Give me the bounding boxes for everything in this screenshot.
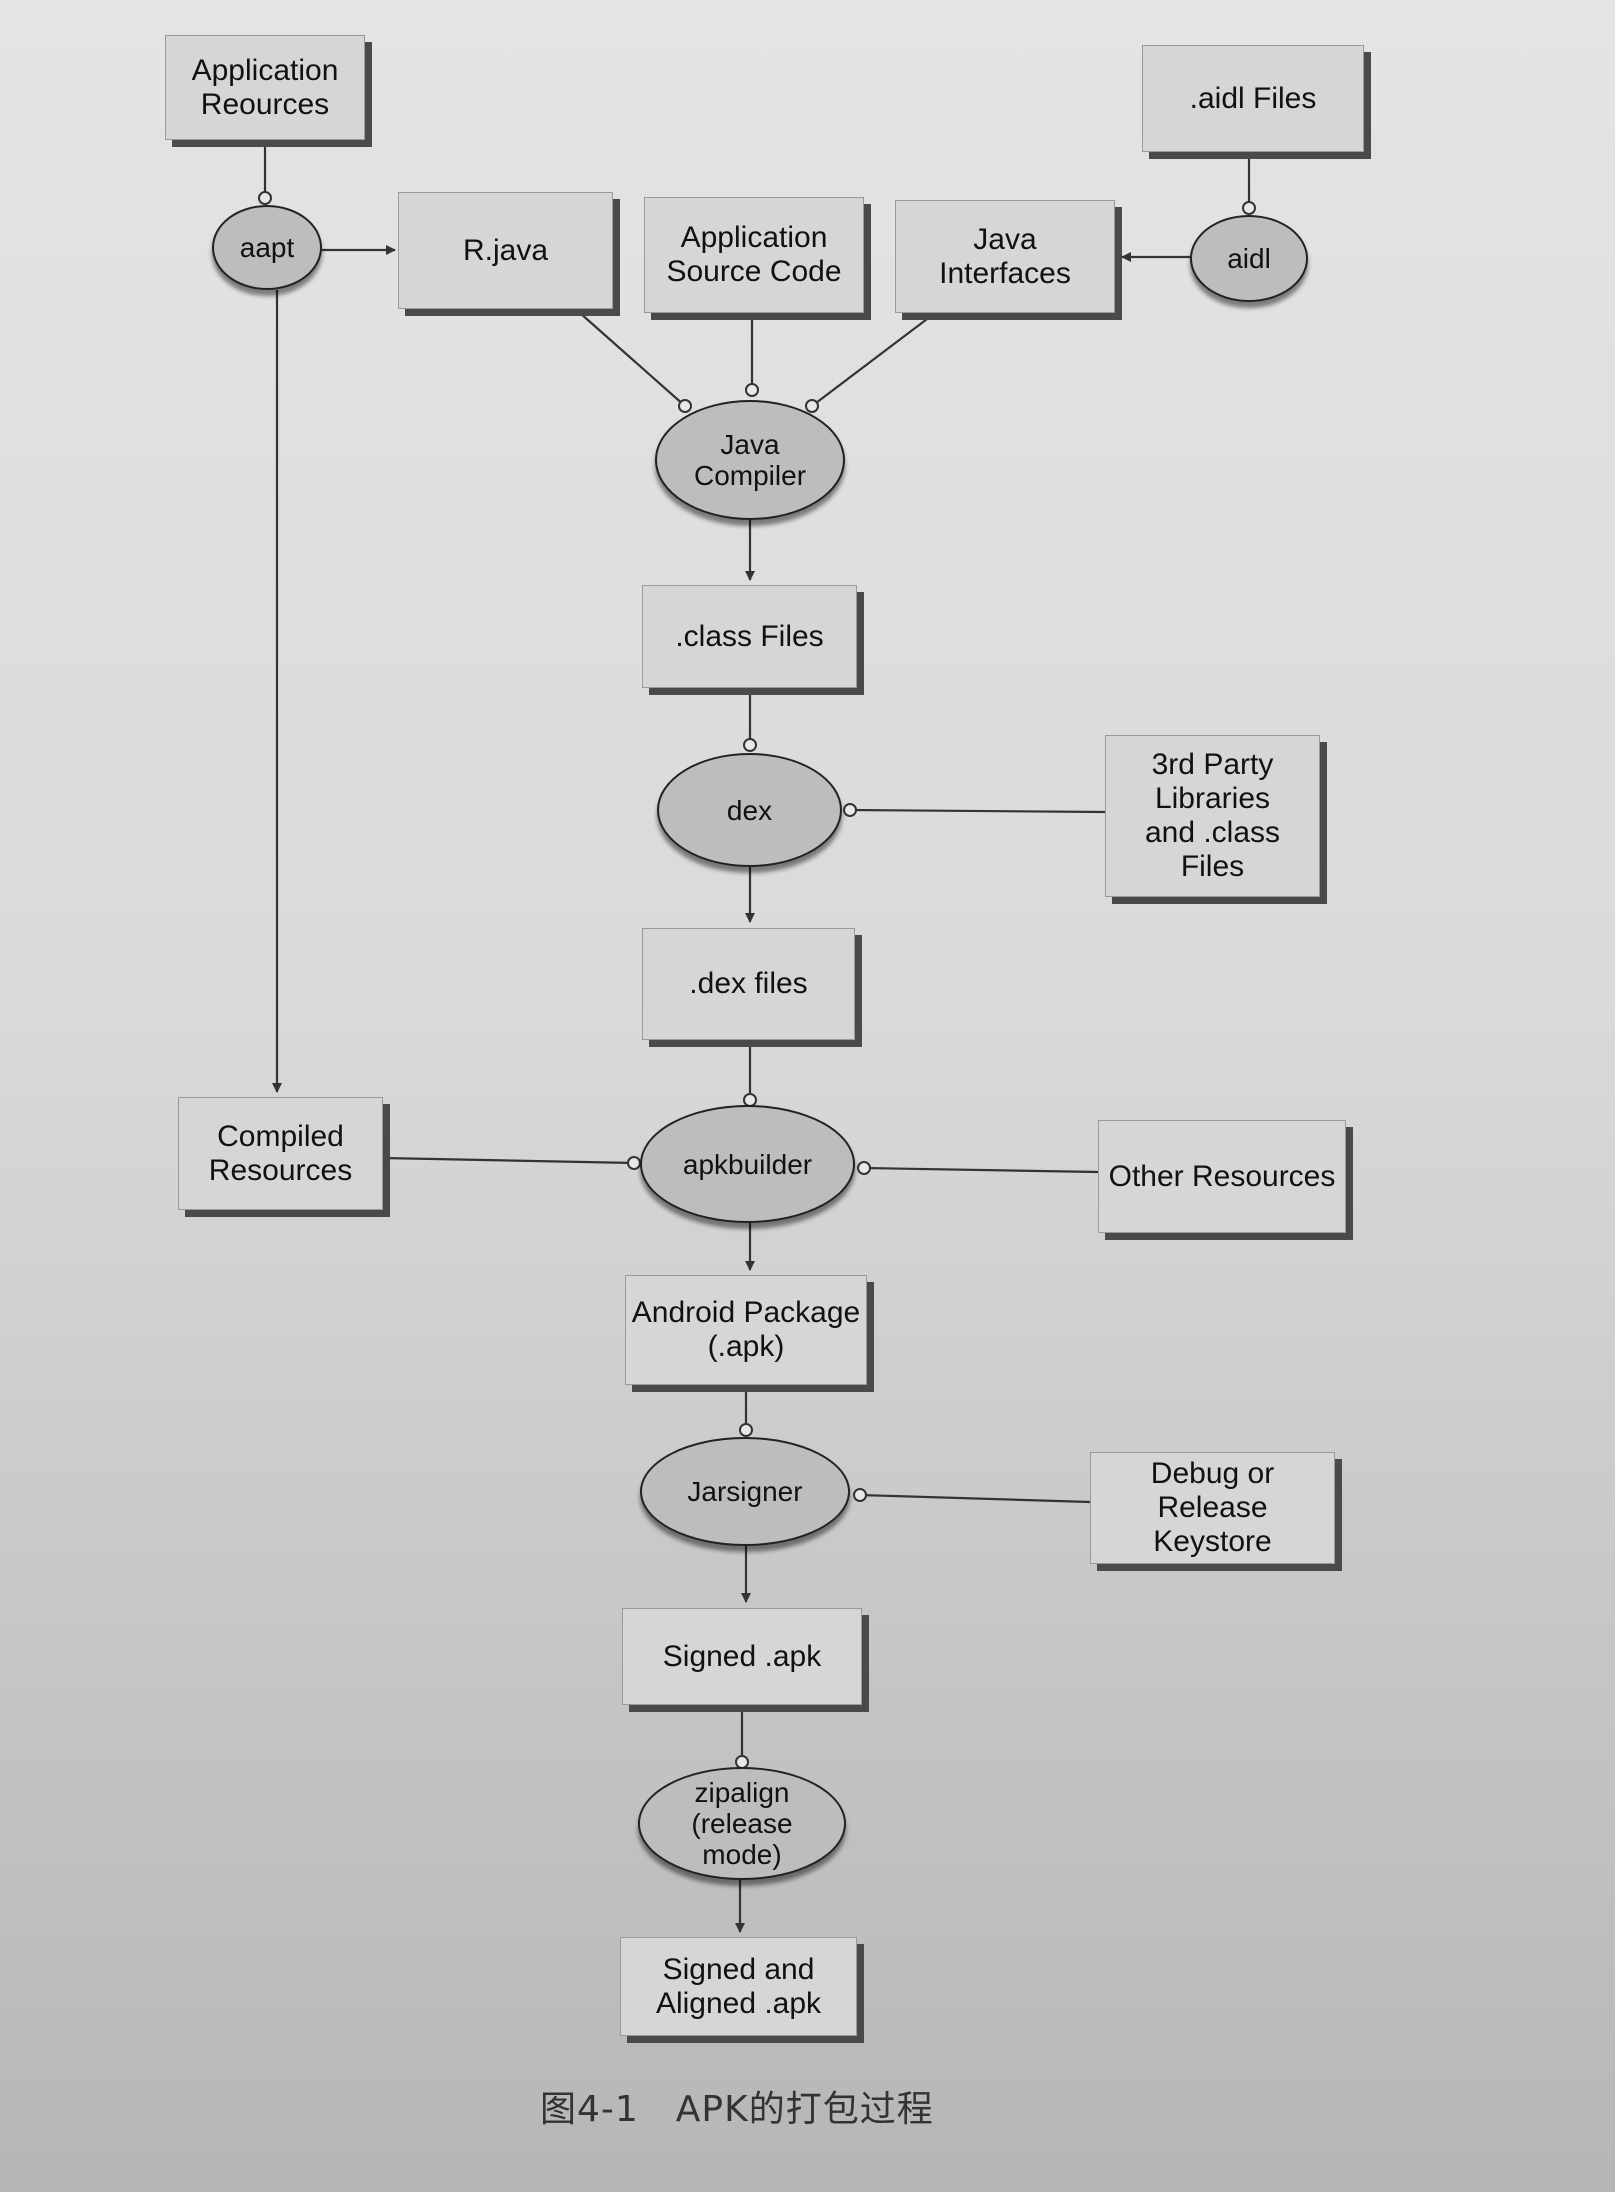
figure-caption: 图4-1 APK的打包过程	[540, 2089, 934, 2130]
node-application-source-code: Application Source Code	[644, 197, 864, 313]
tool-jarsigner: Jarsigner	[640, 1437, 850, 1546]
connector-dot	[805, 399, 819, 413]
edge-interfaces-compiler	[811, 312, 936, 407]
node-r-java: R.java	[398, 192, 613, 309]
connector-dot	[853, 1488, 867, 1502]
tool-java-compiler: Java Compiler	[655, 400, 845, 520]
connector-dot	[843, 803, 857, 817]
node-java-interfaces: Java Interfaces	[895, 200, 1115, 313]
edge-compiled-apkbuilder	[382, 1156, 635, 1165]
tool-aidl: aidl	[1190, 215, 1308, 302]
node-compiled-resources: Compiled Resources	[178, 1097, 383, 1210]
node-class-files: .class Files	[642, 585, 857, 688]
edge-keystore-jarsigner	[859, 1493, 1091, 1504]
node-application-resources: Application Reources	[165, 35, 365, 140]
tool-zipalign: zipalign (release mode)	[638, 1767, 846, 1880]
tool-apkbuilder: apkbuilder	[640, 1105, 855, 1223]
node-dex-files: .dex files	[642, 928, 855, 1040]
tool-dex: dex	[657, 753, 842, 867]
edge-thirdparty-dex	[849, 808, 1106, 814]
node-aidl-files: .aidl Files	[1142, 45, 1364, 152]
node-signed-apk: Signed .apk	[622, 1608, 862, 1705]
tool-aapt: aapt	[212, 205, 322, 290]
connector-dot	[1242, 201, 1256, 215]
node-debug-release-keystore: Debug or Release Keystore	[1090, 1452, 1335, 1564]
node-android-package: Android Package (.apk)	[625, 1275, 867, 1385]
connector-dot	[857, 1161, 871, 1175]
node-other-resources: Other Resources	[1098, 1120, 1346, 1233]
node-third-party-libraries: 3rd Party Libraries and .class Files	[1105, 735, 1320, 897]
connector-dot	[743, 738, 757, 752]
edge-rjava-compiler	[579, 312, 686, 407]
connector-dot	[739, 1423, 753, 1437]
node-signed-aligned-apk: Signed and Aligned .apk	[620, 1937, 857, 2036]
connector-dot	[258, 191, 272, 205]
connector-dot	[745, 383, 759, 397]
connector-dot	[627, 1156, 641, 1170]
edge-other-apkbuilder	[863, 1166, 1099, 1174]
connector-dot	[678, 399, 692, 413]
